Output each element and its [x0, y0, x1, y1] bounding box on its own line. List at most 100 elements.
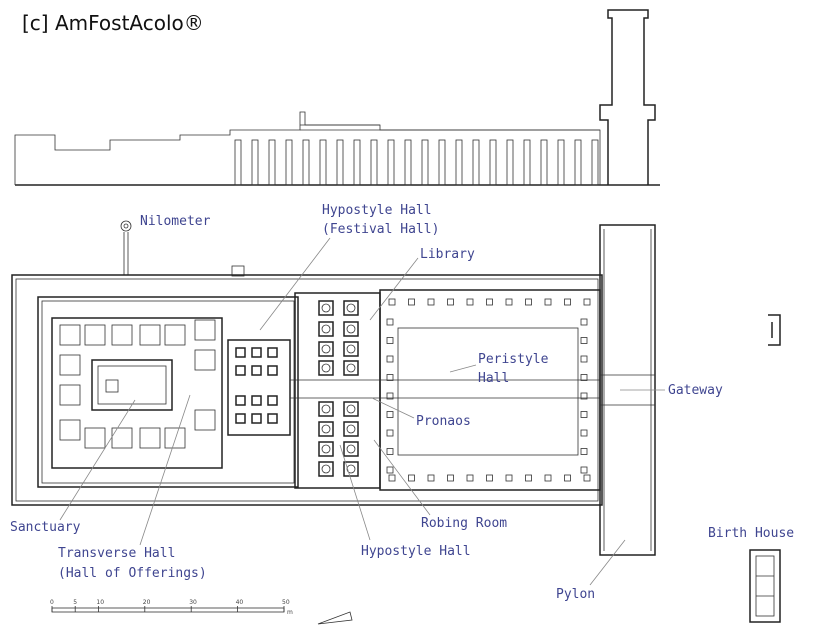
column	[318, 321, 334, 337]
chamber	[139, 427, 161, 449]
chamber	[194, 319, 216, 341]
chamber	[194, 349, 216, 371]
column	[321, 324, 331, 334]
label-robing-room: Robing Room	[421, 516, 507, 531]
column	[346, 464, 356, 474]
column	[386, 448, 394, 455]
elevation-column	[591, 139, 599, 186]
column	[580, 392, 588, 400]
elevation-column	[370, 139, 378, 186]
column	[486, 474, 493, 482]
column	[388, 474, 396, 482]
column	[346, 324, 356, 334]
column	[388, 298, 396, 306]
label-peristyle-hall: Hall	[478, 371, 509, 386]
column	[447, 298, 454, 306]
label-library: Library	[420, 247, 475, 262]
column	[525, 474, 532, 482]
chamber	[164, 324, 186, 346]
column	[267, 365, 278, 376]
column	[235, 365, 246, 376]
label-sanctuary: Sanctuary	[10, 520, 81, 535]
elevation-column	[302, 139, 310, 186]
column	[343, 421, 359, 437]
elevation-column	[438, 139, 446, 186]
scale-tick-label: 10	[96, 599, 104, 606]
column	[267, 413, 278, 424]
elevation-column	[353, 139, 361, 186]
elevation-column	[540, 139, 548, 186]
column	[544, 474, 552, 482]
column	[580, 466, 588, 474]
chamber	[164, 427, 186, 449]
column	[386, 392, 394, 400]
label-hall-of-offerings: (Hall of Offerings)	[58, 566, 207, 581]
elevation-column	[336, 139, 344, 186]
column	[318, 441, 334, 457]
chamber	[111, 427, 133, 449]
column	[343, 341, 359, 357]
column	[544, 298, 552, 306]
column	[318, 300, 334, 316]
elevation-column	[404, 139, 412, 186]
column	[251, 347, 262, 358]
column	[564, 474, 571, 482]
column	[235, 413, 246, 424]
scale-tick-label: 20	[143, 599, 151, 606]
elevation-column	[421, 139, 429, 186]
column	[343, 461, 359, 477]
elevation-column	[455, 139, 463, 186]
column	[564, 298, 571, 306]
scale-tick-label: 0	[50, 599, 54, 606]
elevation-column	[557, 139, 565, 186]
column	[321, 363, 331, 373]
chamber	[139, 324, 161, 346]
column	[580, 355, 588, 363]
column	[580, 448, 588, 455]
column	[447, 474, 454, 482]
chamber	[194, 409, 216, 431]
column	[466, 298, 474, 306]
label-gateway: Gateway	[668, 383, 723, 398]
column	[343, 321, 359, 337]
column	[505, 474, 513, 482]
column	[318, 421, 334, 437]
chamber	[111, 324, 133, 346]
column	[427, 298, 435, 306]
column	[318, 360, 334, 376]
elevation-column	[506, 139, 514, 186]
elevation-column	[489, 139, 497, 186]
elevation-column	[268, 139, 276, 186]
scale-tick-label: 40	[236, 599, 244, 606]
column	[321, 444, 331, 454]
chamber	[84, 427, 106, 449]
column	[321, 424, 331, 434]
column	[386, 337, 394, 344]
column	[346, 363, 356, 373]
column	[580, 429, 588, 437]
elevation-column	[251, 139, 259, 186]
column	[321, 464, 331, 474]
column	[251, 365, 262, 376]
label-transverse-hall: Transverse Hall	[58, 546, 175, 561]
label-peristyle: Peristyle	[478, 352, 549, 367]
column	[386, 355, 394, 363]
column	[343, 441, 359, 457]
column	[318, 401, 334, 417]
label-pronaos: Pronaos	[416, 414, 471, 429]
temple-plan	[11, 224, 656, 556]
scale-tick-label: 5	[73, 599, 77, 606]
elevation-column	[234, 139, 242, 186]
column	[386, 411, 394, 418]
label-pylon: Pylon	[556, 587, 595, 602]
elevation-column	[574, 139, 582, 186]
column	[346, 424, 356, 434]
column	[343, 300, 359, 316]
elevation-column	[319, 139, 327, 186]
column	[386, 318, 394, 326]
elevation-column	[523, 139, 531, 186]
elevation-column	[285, 139, 293, 186]
column	[580, 374, 588, 381]
